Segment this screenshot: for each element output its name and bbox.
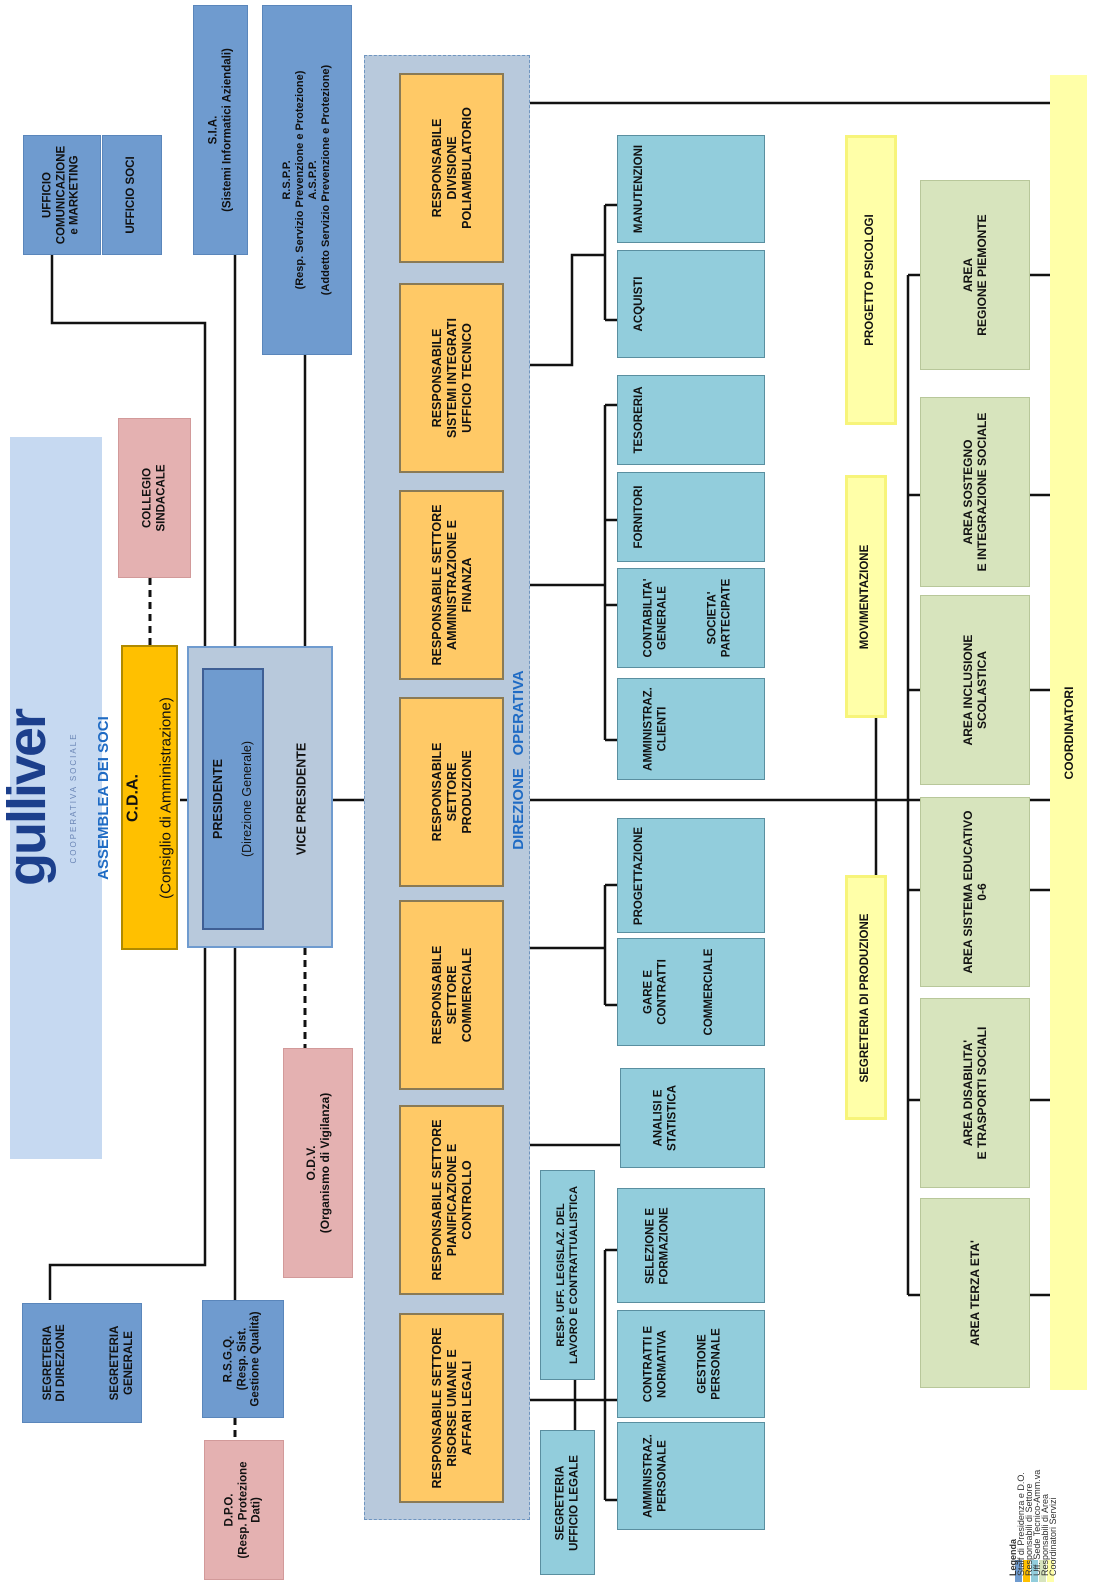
legend-swatch-coord (1047, 1560, 1054, 1582)
area-regione-piemonte: AREA REGIONE PIEMONTE (920, 180, 1030, 370)
ufficio-tesoreria: TESORERIA (617, 375, 765, 465)
staff-ufficio-soci: UFFICIO SOCI (102, 135, 162, 255)
presidenza-group: PRESIDENTE (Direzione Generale) VICE PRE… (187, 646, 333, 948)
movimentazione: MOVIMENTAZIONE (845, 475, 887, 718)
coordinatori-bar: COORDINATORI (1050, 75, 1087, 1390)
cda-box: C.D.A. (Consiglio di Amministrazione) (121, 645, 178, 950)
ufficio-contabilita: CONTABILITA' GENERALE SOCIETA' PARTECIPA… (617, 568, 765, 668)
gulliver-logo: gulliver (0, 709, 57, 887)
odv-box: O.D.V. (Organismo di Vigilanza) (283, 1048, 353, 1278)
presidente-subtitle: (Direzione Generale) (240, 740, 255, 858)
ufficio-contratti-gestione: CONTRATTI E NORMATIVA GESTIONE PERSONALE (617, 1310, 765, 1418)
legend: Legenda Staff di Presidenza e D.O. Respo… (1008, 1420, 1090, 1582)
presidente-box: PRESIDENTE (Direzione Generale) (202, 668, 264, 930)
direzione-operativa-label: DIREZIONE OPERATIVA (510, 670, 528, 850)
staff-ufficio-comunicazione: UFFICIO COMUNICAZIONE e MARKETING (23, 135, 101, 255)
collegio-sindacale: COLLEGIO SINDACALE (118, 418, 191, 578)
ufficio-amministraz-clienti: AMMINISTRAZ. CLIENTI (617, 678, 765, 780)
area-sistema-educativo: AREA SISTEMA EDUCATIVO 0-6 (920, 797, 1030, 987)
logo-tagline: COOPERATIVA SOCIALE (68, 732, 78, 864)
staff-rspp: R.S.P.P. (Resp. Servizio Prevenzione e P… (262, 5, 352, 355)
resp-uff-legislaz: RESP. UFF. LEGISLAZ. DEL LAVORO E CONTRA… (540, 1170, 595, 1380)
legend-swatch-uff (1031, 1560, 1038, 1582)
resp-sistemi-integrati: RESPONSABILE SISTEMI INTEGRATI UFFICIO T… (399, 283, 504, 473)
gestione-personale: GESTIONE PERSONALE (696, 1328, 722, 1400)
gare-e-contratti: GARE E CONTRATTI (642, 959, 668, 1025)
dpo-box: D.P.O. (Resp. Protezione Dati) (204, 1440, 284, 1580)
resp-pianificazione: RESPONSABILE SETTORE PIANIFICAZIONE E CO… (399, 1105, 504, 1295)
ufficio-manutenzioni: MANUTENZIONI (617, 135, 765, 243)
assemblea-box: gulliver COOPERATIVA SOCIALE ASSEMBLEA D… (0, 437, 112, 1159)
area-inclusione-scolastica: AREA INCLUSIONE SCOLASTICA (920, 595, 1030, 785)
resp-amministrazione: RESPONSABILE SETTORE AMMINISTRAZIONE E F… (399, 490, 504, 680)
resp-commerciale: RESPONSABILE SETTORE COMMERCIALE (399, 900, 504, 1090)
legend-swatch-staff (1015, 1560, 1022, 1582)
area-disabilita: AREA DISABILITA' E TRASPORTI SOCIALI (920, 998, 1030, 1188)
presidente-title: PRESIDENTE (210, 759, 225, 839)
ufficio-amministraz-personale: AMMINISTRAZ. PERSONALE (617, 1422, 765, 1530)
segreteria-direzione: SEGRETERIA DI DIREZIONE (41, 1324, 67, 1402)
staff-sia: S.I.A. (Sistemi Informatici Aziendali) (193, 5, 248, 255)
area-terza-eta: AREA TERZA ETA' (920, 1198, 1030, 1388)
segreteria-ufficio-legale: SEGRETERIA UFFICIO LEGALE (540, 1430, 595, 1575)
area-sostegno: AREA SOSTEGNO E INTEGRAZIONE SOCIALE (920, 397, 1030, 587)
progetto-psicologi: PROGETTO PSICOLOGI (845, 135, 897, 425)
legend-item-coord: Coordinatori Servizi (1048, 1497, 1058, 1576)
ufficio-progettazione: PROGETTAZIONE (617, 818, 765, 933)
ufficio-analisi: ANALISI E STATISTICA (620, 1068, 765, 1168)
societa-partecipate: SOCIETA' PARTECIPATE (706, 578, 732, 658)
staff-rsgq: R.S.G.Q. (Resp. Sist. Gestione Qualità) (202, 1300, 284, 1418)
legend-swatch-resp (1023, 1560, 1030, 1582)
legend-swatch-area (1039, 1560, 1046, 1582)
cda-title: C.D.A. (123, 773, 141, 822)
contratti-e-normativa: CONTRATTI E NORMATIVA (642, 1325, 668, 1403)
ufficio-gare-commerciale: GARE E CONTRATTI COMMERCIALE (617, 938, 765, 1046)
staff-segreteria: SEGRETERIA DI DIREZIONE SEGRETERIA GENER… (22, 1303, 142, 1423)
ufficio-acquisti: ACQUISTI (617, 250, 765, 358)
commerciale: COMMERCIALE (703, 948, 716, 1036)
vice-presidente: VICE PRESIDENTE (294, 742, 309, 856)
resp-poliambulatorio: RESPONSABILE DIVISIONE POLIAMBULATORIO (399, 73, 504, 263)
ufficio-selezione: SELEZIONE E FORMAZIONE (617, 1188, 765, 1303)
resp-risorse-umane: RESPONSABILE SETTORE RISORSE UMANE E AFF… (399, 1313, 504, 1503)
segreteria-generale: SEGRETERIA GENERALE (109, 1325, 135, 1401)
segreteria-di-produzione: SEGRETERIA DI PRODUZIONE (845, 875, 887, 1120)
resp-produzione: RESPONSABILE SETTORE PRODUZIONE (399, 697, 504, 887)
contabilita-generale: CONTABILITA' GENERALE (642, 578, 668, 658)
cda-subtitle: (Consiglio di Amministrazione) (157, 696, 175, 899)
ufficio-fornitori: FORNITORI (617, 472, 765, 562)
